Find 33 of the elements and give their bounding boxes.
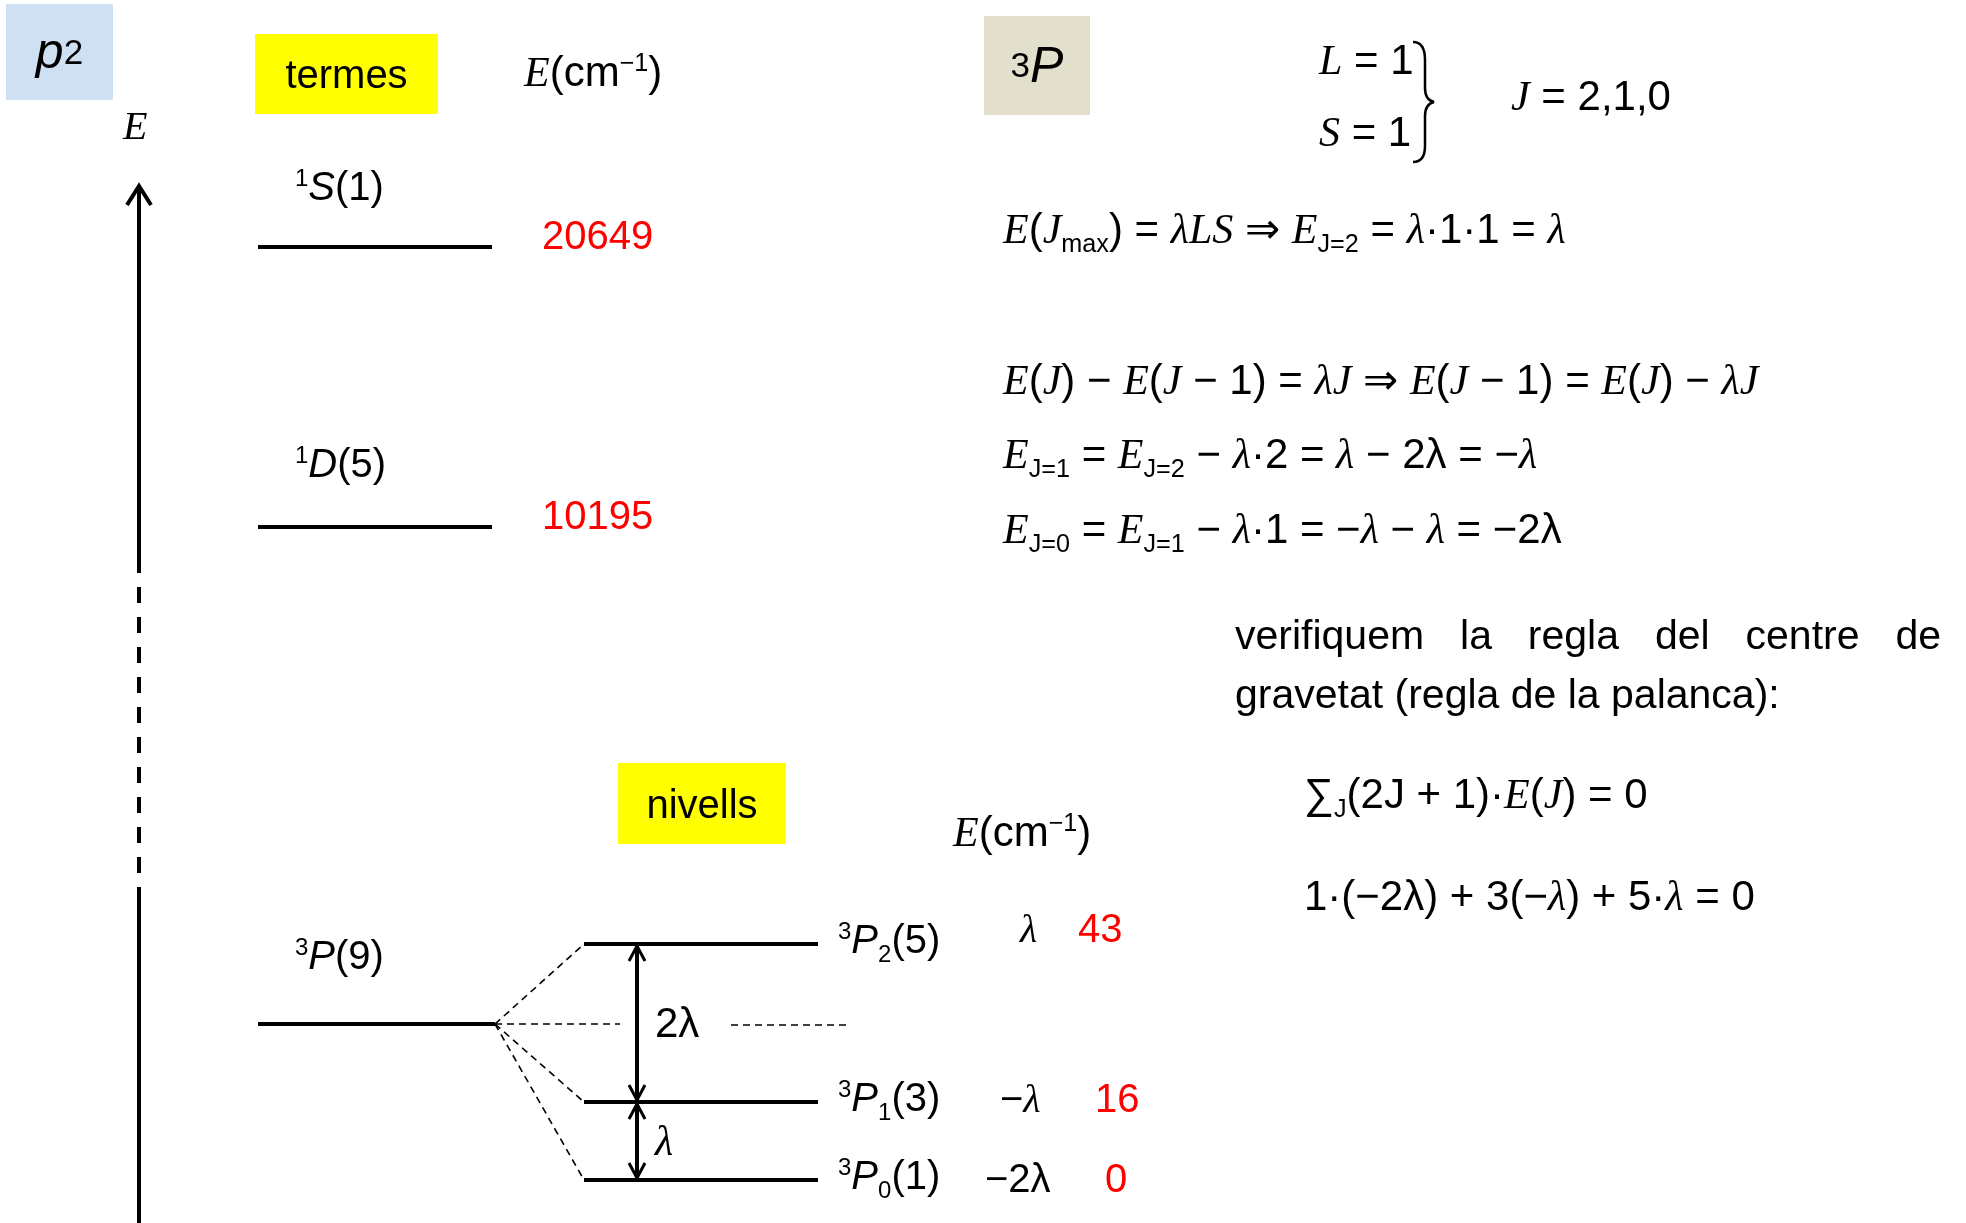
energy-value: −λ — [1000, 1075, 1041, 1122]
equation: E(J$_{max}$) = λLS ⇒ E$_{J=2}$ = λ·1·1 = λ — [1003, 205, 1566, 259]
unit-label: E(cm$^{−1}$) — [953, 808, 1092, 857]
energy-value: 20649 — [542, 212, 654, 258]
level-label: $^{3}$P(9) — [295, 932, 384, 978]
equation: L = 1 — [1319, 36, 1414, 85]
axis-label: E — [123, 102, 148, 149]
double-arrow — [627, 1102, 647, 1180]
unit-label: E(cm$^{−1}$) — [524, 48, 663, 97]
heading-box: nivells — [618, 763, 786, 844]
equation: S = 1 — [1319, 108, 1412, 157]
equation: E(J) − E(J − 1) = λJ ⇒ E(J − 1) = E(J) − λJ — [1003, 356, 1759, 405]
energy-value: 43 — [1078, 905, 1123, 951]
equation: ∑$_{J}$(2J + 1)·E(J) = 0 — [1304, 770, 1648, 824]
level-label: $^{3}$P$_{0}$(1) — [838, 1152, 941, 1204]
connector-line — [494, 1023, 621, 1025]
level-label: $^{1}$S(1) — [295, 163, 384, 209]
equation: E$_{J=0}$ = E$_{J=1}$ − λ·1 = −λ − λ = −2λ — [1003, 505, 1562, 559]
equation: J = 2,1,0 — [1511, 72, 1671, 121]
equation: 1·(−2λ) + 3(−λ) + 5·λ = 0 — [1304, 872, 1755, 921]
level-label: $^{3}$P$_{2}$(5) — [838, 916, 941, 968]
energy-value: 16 — [1095, 1075, 1140, 1121]
energy-value: −2λ — [985, 1155, 1051, 1201]
level-label: $^{1}$D(5) — [295, 440, 387, 486]
energy-value: 10195 — [542, 492, 654, 538]
double-arrow — [627, 944, 647, 1102]
level-label: $^{3}$P$_{1}$(3) — [838, 1074, 941, 1126]
connector-line — [494, 1023, 585, 1103]
note-text: verifiquem la regla del centre de gravetat (regla de la palanca): — [1235, 611, 1941, 720]
energy-value: 0 — [1105, 1155, 1128, 1201]
heading-box: termes — [255, 34, 438, 114]
equation: E$_{J=1}$ = E$_{J=2}$ − λ·2 = λ − 2λ = −λ — [1003, 430, 1538, 484]
energy-value: λ — [1020, 905, 1038, 952]
